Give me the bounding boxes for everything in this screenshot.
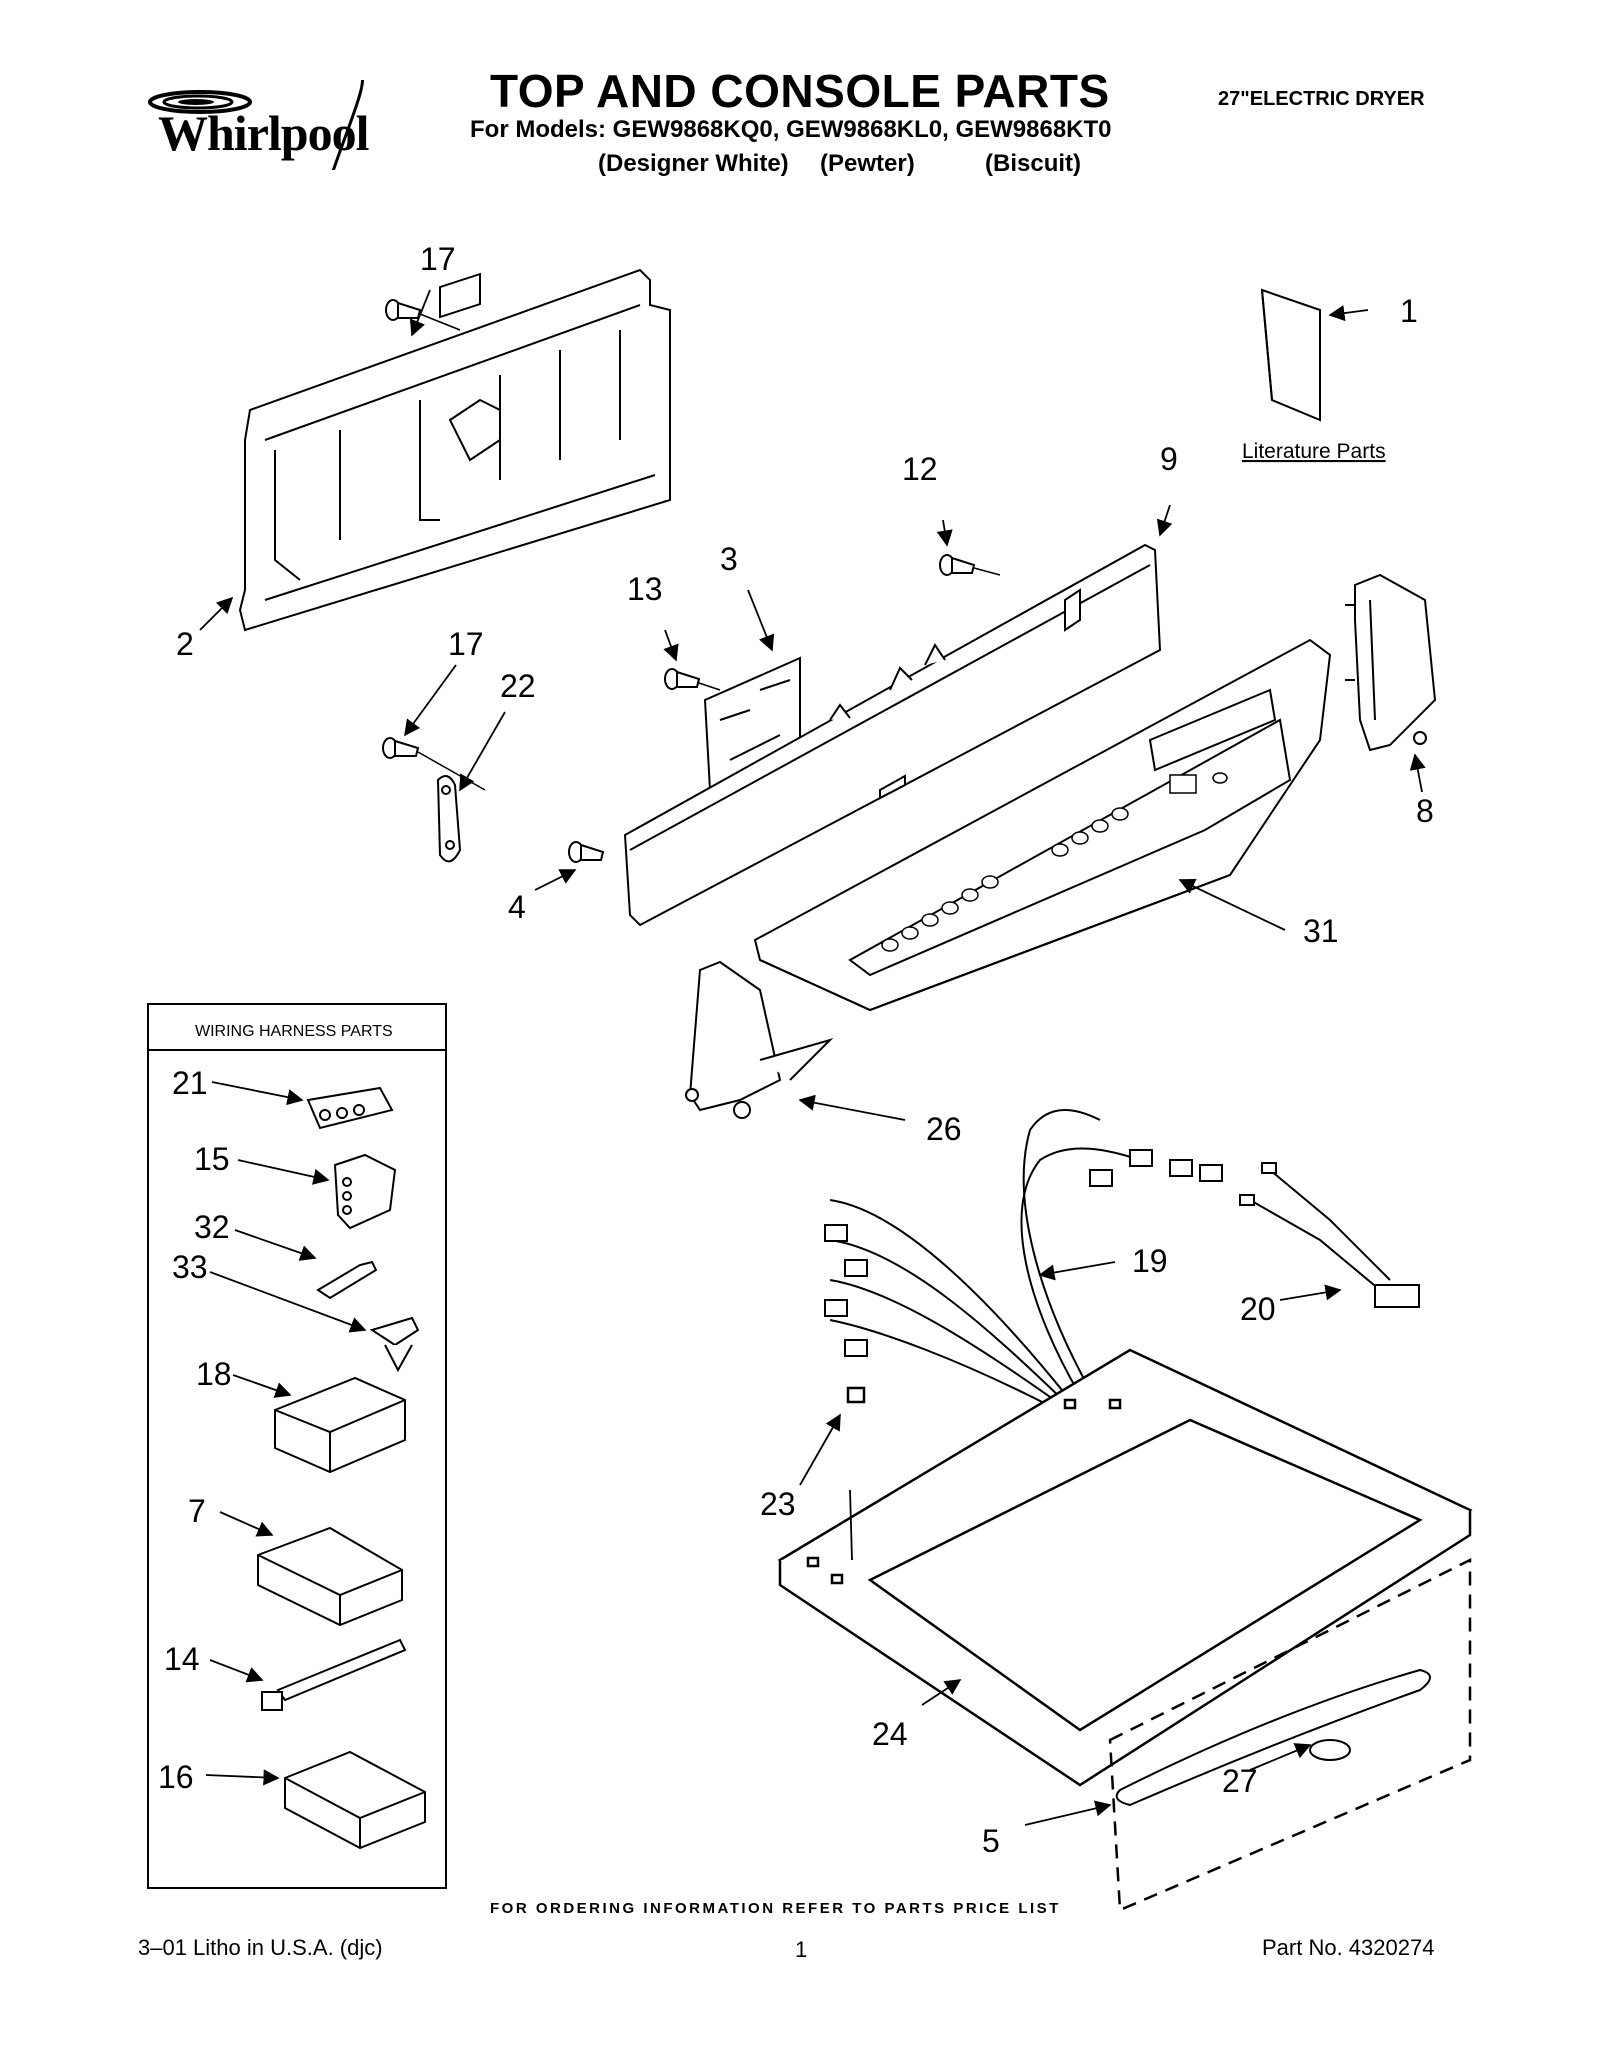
part-console xyxy=(753,638,1332,1012)
part-connector-16 xyxy=(284,1750,426,1850)
part-top-panel xyxy=(777,1348,1473,1787)
part-lid-assembly-5 xyxy=(1108,1557,1472,1912)
part-terminal-33 xyxy=(316,1260,378,1300)
variant-biscuit: (Biscuit) xyxy=(985,150,1081,177)
ordering-note: FOR ORDERING INFORMATION REFER TO PARTS … xyxy=(490,1900,1061,1917)
part-handle-27 xyxy=(1115,1668,1431,1807)
part-right-end-cap xyxy=(1345,573,1437,752)
callout-32: 33 xyxy=(172,1249,208,1285)
models-subtitle: For Models: GEW9868KQ0, GEW9868KL0, GEW9… xyxy=(470,116,1112,143)
variant-designer-white: (Designer White) xyxy=(598,150,789,177)
part-ground-strap xyxy=(436,775,462,863)
screw-17-top xyxy=(385,299,422,321)
page-title: TOP AND CONSOLE PARTS xyxy=(490,65,1110,117)
part-rear-panel-bracket xyxy=(238,268,671,632)
callout-18: 18 xyxy=(196,1356,232,1392)
screw-4 xyxy=(568,841,605,863)
callout-17-lower: 17 xyxy=(448,626,484,662)
part-cable-tie-14 xyxy=(261,1638,407,1711)
callout-15: 15 xyxy=(194,1141,230,1177)
part-connector-18 xyxy=(274,1376,406,1474)
part-number: Part No. 4320274 xyxy=(1262,1935,1435,1960)
brand-logo: Whirlpool xyxy=(140,80,400,170)
callout-33: 32 xyxy=(194,1209,230,1245)
variant-pewter: (Pewter) xyxy=(820,150,915,177)
callout-24: 24 xyxy=(872,1716,908,1752)
callout-4: 4 xyxy=(508,889,526,925)
callout-31: 31 xyxy=(1303,913,1339,949)
page-number: 1 xyxy=(795,1937,808,1962)
callout-26: 26 xyxy=(926,1111,962,1147)
callout-7: 7 xyxy=(188,1493,206,1529)
callout-9: 9 xyxy=(1160,441,1178,477)
callout-19: 19 xyxy=(1132,1243,1168,1279)
whirlpool-swirl-icon xyxy=(148,80,365,170)
screw-17-lower xyxy=(382,737,420,759)
callout-14: 14 xyxy=(164,1641,200,1677)
part-connector-7 xyxy=(257,1526,403,1627)
callout-3: 3 xyxy=(720,541,738,577)
callout-12: 12 xyxy=(902,451,938,487)
callout-23: 23 xyxy=(760,1486,796,1522)
callout-8: 8 xyxy=(1416,793,1434,829)
wiring-harness-box: WIRING HARNESS PARTS xyxy=(147,1003,447,1889)
screw-12 xyxy=(939,554,976,576)
callout-2: 2 xyxy=(176,626,194,662)
callout-13: 13 xyxy=(627,571,663,607)
callout-22: 22 xyxy=(500,668,536,704)
callout-20: 20 xyxy=(1240,1291,1276,1327)
litho-info: 3–01 Litho in U.S.A. (djc) xyxy=(138,1935,383,1960)
part-left-end-cap xyxy=(685,960,834,1119)
callout-labels: 1 2 3 4 5 8 9 12 13 17 17 19 20 22 23 24… xyxy=(176,241,1434,1859)
part-control-board xyxy=(703,656,801,792)
part-connector-21 xyxy=(306,1086,394,1130)
wiring-box-title: WIRING HARNESS PARTS xyxy=(195,1023,393,1040)
part-console-back-panel xyxy=(623,543,1162,927)
screw-13 xyxy=(664,668,701,690)
part-connector-15 xyxy=(333,1153,397,1230)
callout-21: 21 xyxy=(172,1065,208,1101)
callout-17-top: 17 xyxy=(420,241,456,277)
product-type: 27"ELECTRIC DRYER xyxy=(1218,88,1425,110)
brand-name: Whirlpool xyxy=(158,105,369,161)
literature-parts-label: Literature Parts xyxy=(1242,440,1386,463)
part-wiring-harness xyxy=(824,1109,1223,1407)
callout-arrows xyxy=(199,289,1426,1826)
part-literature xyxy=(1260,288,1321,422)
callout-27: 27 xyxy=(1222,1763,1258,1799)
part-small-harness xyxy=(1239,1162,1420,1308)
callout-5: 5 xyxy=(982,1823,1000,1859)
screws xyxy=(382,299,976,863)
part-clip-32 xyxy=(369,1316,420,1373)
callout-16: 16 xyxy=(158,1759,194,1795)
exploded-parts-diagram: Literature Parts xyxy=(147,241,1473,1912)
callout-1: 1 xyxy=(1400,293,1418,329)
